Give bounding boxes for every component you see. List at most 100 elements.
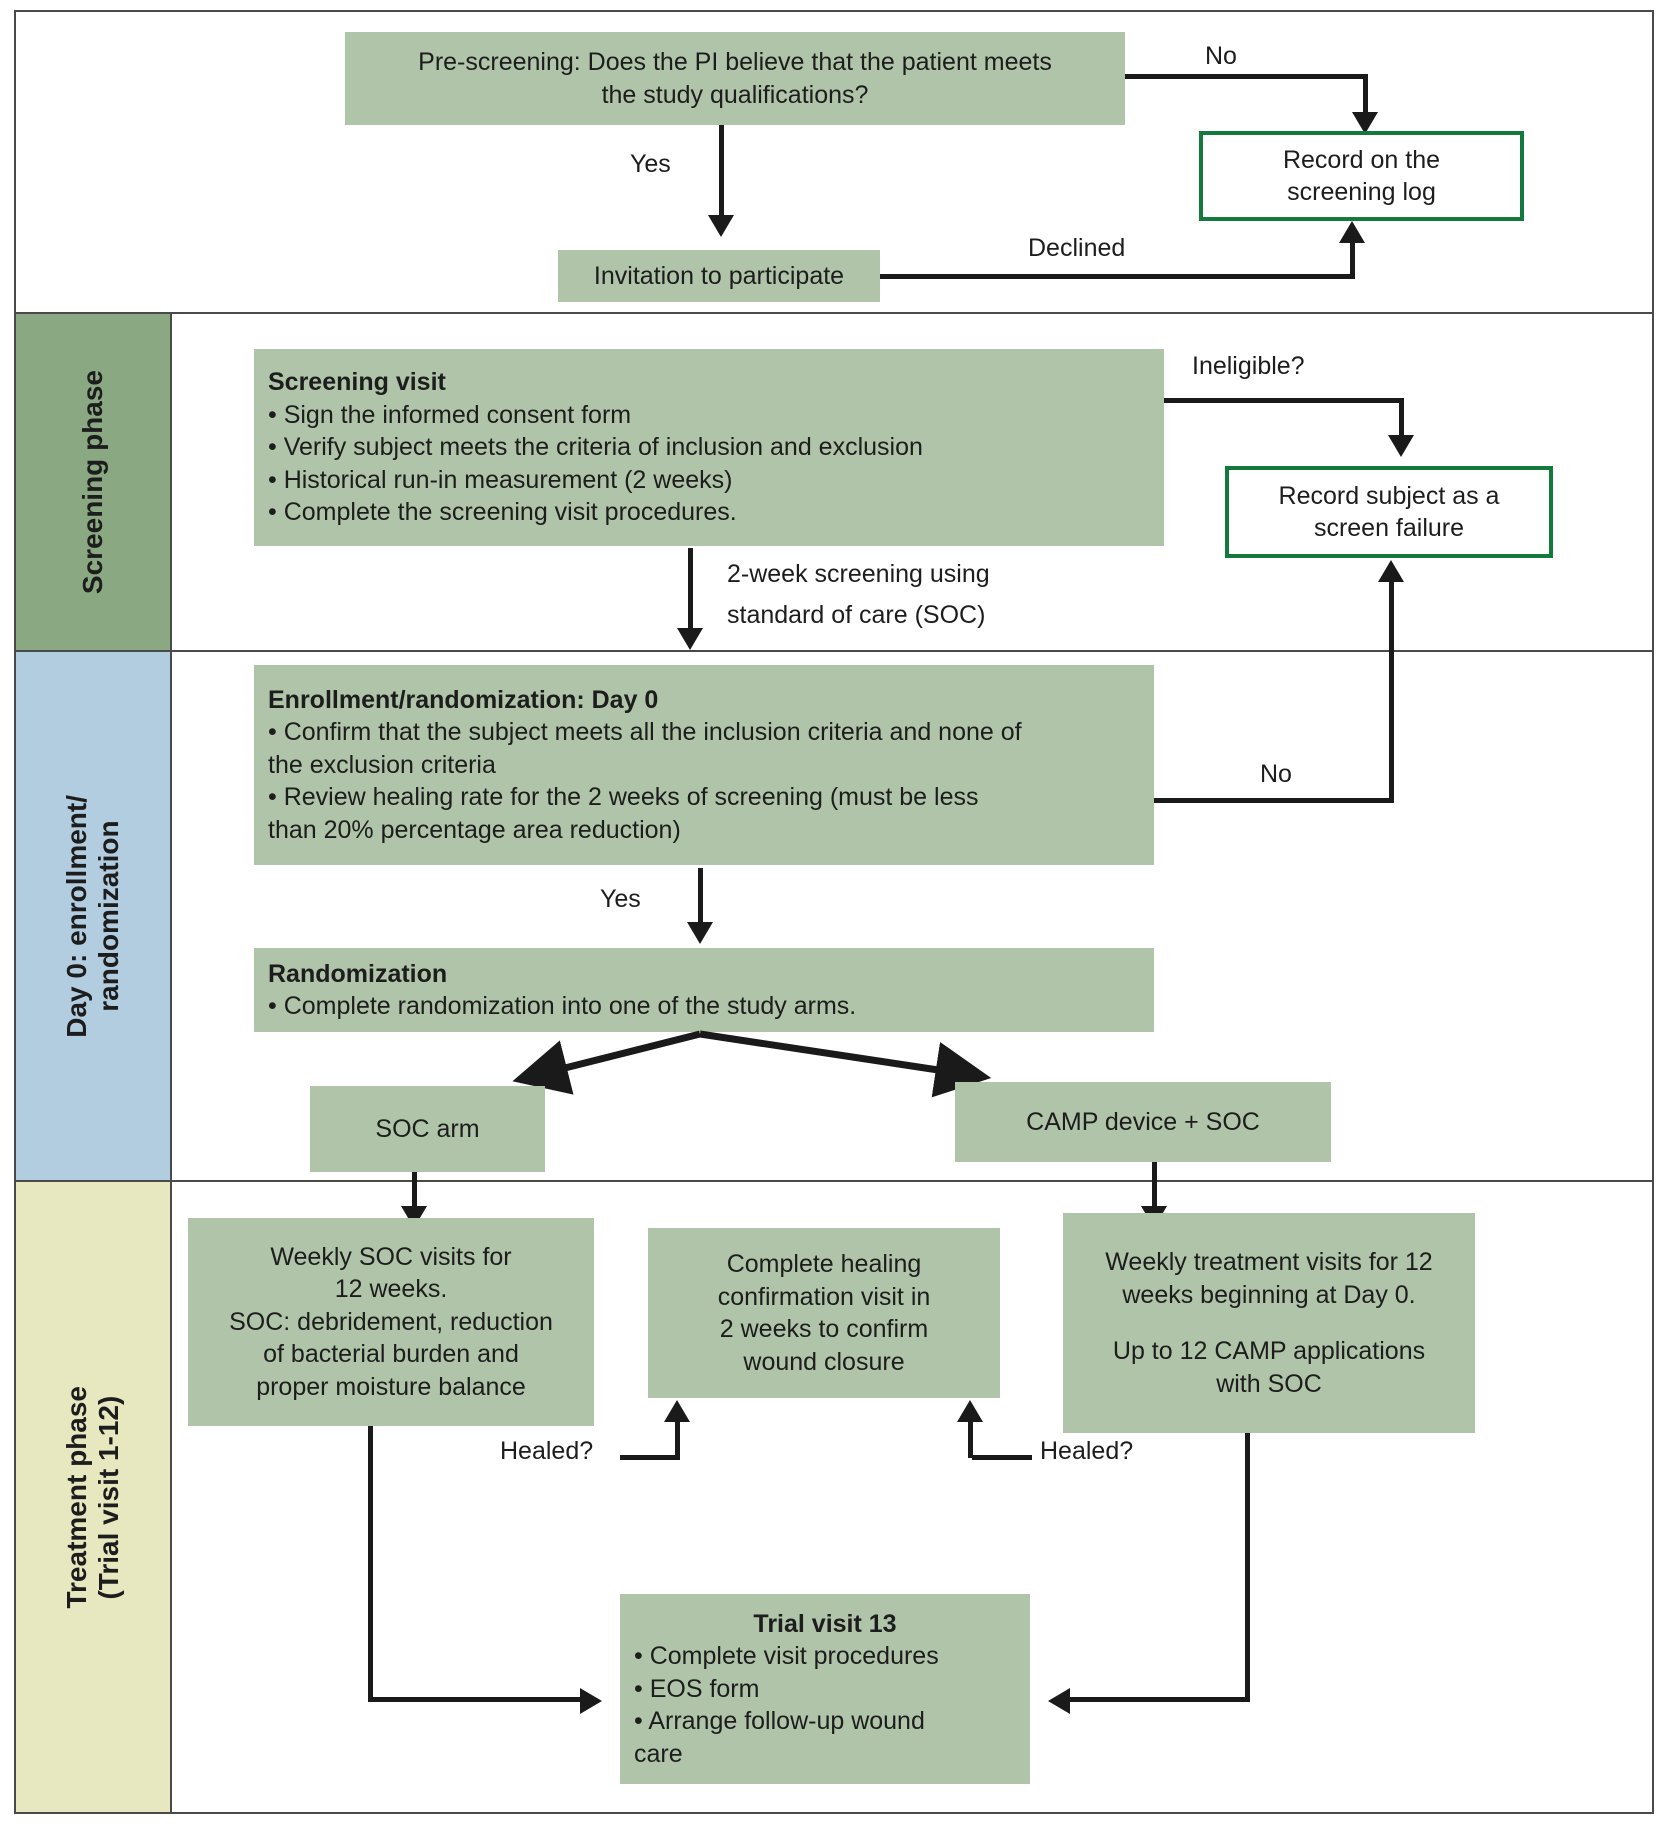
edge-camp-to-tv13-h — [1070, 1697, 1250, 1702]
healing-confirmation-line3: 2 weeks to confirm — [719, 1315, 929, 1343]
edge-camp-arm-down-v — [1152, 1162, 1157, 1214]
edge-prescreening-no-v — [1363, 74, 1368, 118]
screening-visit-bullet-1: • Sign the informed consent form — [268, 400, 632, 429]
edge-prescreening-no-h — [1125, 74, 1368, 79]
enrollment-bullet-2-line1: • Review healing rate for the 2 weeks of… — [268, 783, 979, 812]
edge-prescreening-yes-v — [719, 125, 724, 225]
edge-healed-left-h — [620, 1455, 680, 1460]
node-camp-arm: CAMP device + SOC — [955, 1082, 1331, 1162]
camp-visits-line2: weeks beginning at Day 0. — [1122, 1280, 1416, 1309]
screening-visit-bullet-4: • Complete the screening visit procedure… — [268, 498, 737, 527]
edge-ineligible-h — [1164, 398, 1404, 403]
edge-enrollment-no-v — [1389, 582, 1394, 800]
divider-prescreen-screening — [14, 312, 1654, 314]
healing-confirmation-line2: confirmation visit in — [717, 1282, 931, 1311]
edge-label-no-prescreening: No — [1205, 42, 1237, 70]
edge-label-healed-right: Healed? — [1040, 1437, 1134, 1465]
trial-visit-13-bullet-1: • Complete visit procedures — [634, 1642, 939, 1671]
soc-arm-text: SOC arm — [375, 1114, 480, 1143]
edge-healed-right-h — [972, 1455, 1032, 1460]
prescreening-line1: Pre-screening: Does the PI believe that … — [418, 48, 1052, 76]
randomization-title: Randomization — [268, 959, 448, 988]
edge-healed-left-v — [675, 1420, 680, 1458]
edge-declined-h — [880, 274, 1355, 279]
screening-visit-bullet-2: • Verify subject meets the criteria of i… — [268, 433, 923, 462]
arrowhead-enrollment-yes — [687, 922, 713, 944]
edge-label-2week-line2: standard of care (SOC) — [727, 601, 986, 629]
divider-screening-enrollment — [14, 650, 1654, 652]
trial-visit-13-title: Trial visit 13 — [753, 1609, 897, 1638]
trial-visit-13-bullet-3: • Arrange follow-up wound — [634, 1707, 925, 1736]
edge-label-yes-enrollment: Yes — [600, 885, 641, 913]
phase-label-screening: Screening phase — [76, 369, 108, 595]
phase-band-enrollment: Day 0: enrollment/randomization — [16, 652, 170, 1180]
edge-label-2week-line1: 2-week screening using — [727, 560, 990, 588]
arrowhead-declined — [1339, 221, 1365, 243]
camp-arm-text: CAMP device + SOC — [1026, 1107, 1260, 1136]
edge-enrollment-yes-v — [698, 868, 703, 932]
node-camp-visits: Weekly treatment visits for 12 weeks beg… — [1063, 1213, 1475, 1433]
phase-band-screening: Screening phase — [16, 314, 170, 650]
randomization-bullet-1: • Complete randomization into one of the… — [268, 992, 857, 1020]
enrollment-bullet-1-line1: • Confirm that the subject meets all the… — [268, 718, 1022, 747]
healing-confirmation-line1: Complete healing — [726, 1250, 922, 1278]
arrowhead-screening-to-enrollment — [677, 628, 703, 650]
edge-declined-v — [1350, 243, 1355, 276]
screen-failure-line2: screen failure — [1313, 514, 1465, 542]
edge-camp-to-tv13-v — [1245, 1433, 1250, 1702]
divider-enrollment-treatment — [14, 1180, 1654, 1182]
edge-soc-to-tv13-v — [368, 1426, 373, 1702]
edge-enrollment-no-h — [1154, 798, 1394, 803]
arrowhead-camp-to-tv13 — [1048, 1688, 1070, 1714]
edge-soc-to-tv13-h — [368, 1697, 583, 1702]
trial-visit-13-bullet-2: • EOS form — [634, 1674, 760, 1703]
edge-label-yes-prescreening: Yes — [630, 150, 671, 178]
screening-log-line1: Record on the — [1282, 145, 1441, 174]
screening-visit-bullet-3: • Historical run-in measurement (2 weeks… — [268, 465, 733, 494]
enrollment-bullet-2-line2: than 20% percentage area reduction) — [268, 815, 681, 844]
node-trial-visit-13: Trial visit 13 • Complete visit procedur… — [620, 1594, 1030, 1784]
screen-failure-line1: Record subject as a — [1278, 481, 1500, 510]
node-enrollment: Enrollment/randomization: Day 0 • Confir… — [254, 665, 1154, 865]
phase-column-separator — [170, 314, 172, 1812]
edge-healed-right-v — [968, 1420, 973, 1458]
screening-visit-title: Screening visit — [268, 368, 446, 397]
arrowhead-healed-left — [664, 1400, 690, 1422]
arrowhead-prescreening-yes — [708, 215, 734, 237]
soc-visits-line1: Weekly SOC visits for — [270, 1242, 512, 1271]
arrowhead-ineligible — [1388, 435, 1414, 457]
soc-visits-line2: 12 weeks. — [334, 1275, 448, 1304]
node-randomization: Randomization • Complete randomization i… — [254, 948, 1154, 1032]
enrollment-bullet-1-line2: the exclusion criteria — [268, 750, 496, 779]
node-invitation: Invitation to participate — [558, 250, 880, 302]
arrowhead-healed-right — [957, 1400, 983, 1422]
node-soc-visits: Weekly SOC visits for 12 weeks. SOC: deb… — [188, 1218, 594, 1426]
edge-label-ineligible: Ineligible? — [1192, 352, 1305, 380]
prescreening-line2: the study qualifications? — [601, 80, 869, 109]
phase-label-treatment: Treatment phase(Trial visit 1-12) — [60, 1385, 124, 1609]
soc-visits-line4: of bacterial burden and — [263, 1340, 519, 1369]
enrollment-title: Enrollment/randomization: Day 0 — [268, 685, 659, 714]
arrowhead-soc-to-tv13 — [580, 1688, 602, 1714]
edge-screening-to-enrollment-v — [688, 548, 693, 638]
node-healing-confirmation: Complete healing confirmation visit in 2… — [648, 1228, 1000, 1398]
arrowhead-enrollment-no — [1378, 560, 1404, 582]
diagram-frame — [14, 10, 1654, 1814]
edge-label-no-enrollment: No — [1260, 760, 1292, 788]
edge-label-healed-left: Healed? — [500, 1437, 594, 1465]
soc-visits-line3: SOC: debridement, reduction — [229, 1307, 553, 1336]
arrowhead-prescreening-no — [1352, 112, 1378, 134]
soc-visits-line5: proper moisture balance — [256, 1372, 526, 1401]
camp-visits-line5: with SOC — [1216, 1369, 1322, 1398]
node-record-screening-log: Record on the screening log — [1199, 131, 1524, 221]
node-soc-arm: SOC arm — [310, 1086, 545, 1172]
edge-soc-arm-down-v — [412, 1172, 417, 1214]
invitation-text: Invitation to participate — [593, 261, 845, 290]
phase-band-treatment: Treatment phase(Trial visit 1-12) — [16, 1182, 170, 1812]
trial-visit-13-bullet-4: care — [634, 1739, 683, 1768]
screening-log-line2: screening log — [1287, 178, 1436, 206]
node-screen-failure: Record subject as a screen failure — [1225, 466, 1553, 558]
camp-visits-line4: Up to 12 CAMP applications — [1112, 1337, 1426, 1365]
edge-label-declined: Declined — [1028, 234, 1126, 262]
